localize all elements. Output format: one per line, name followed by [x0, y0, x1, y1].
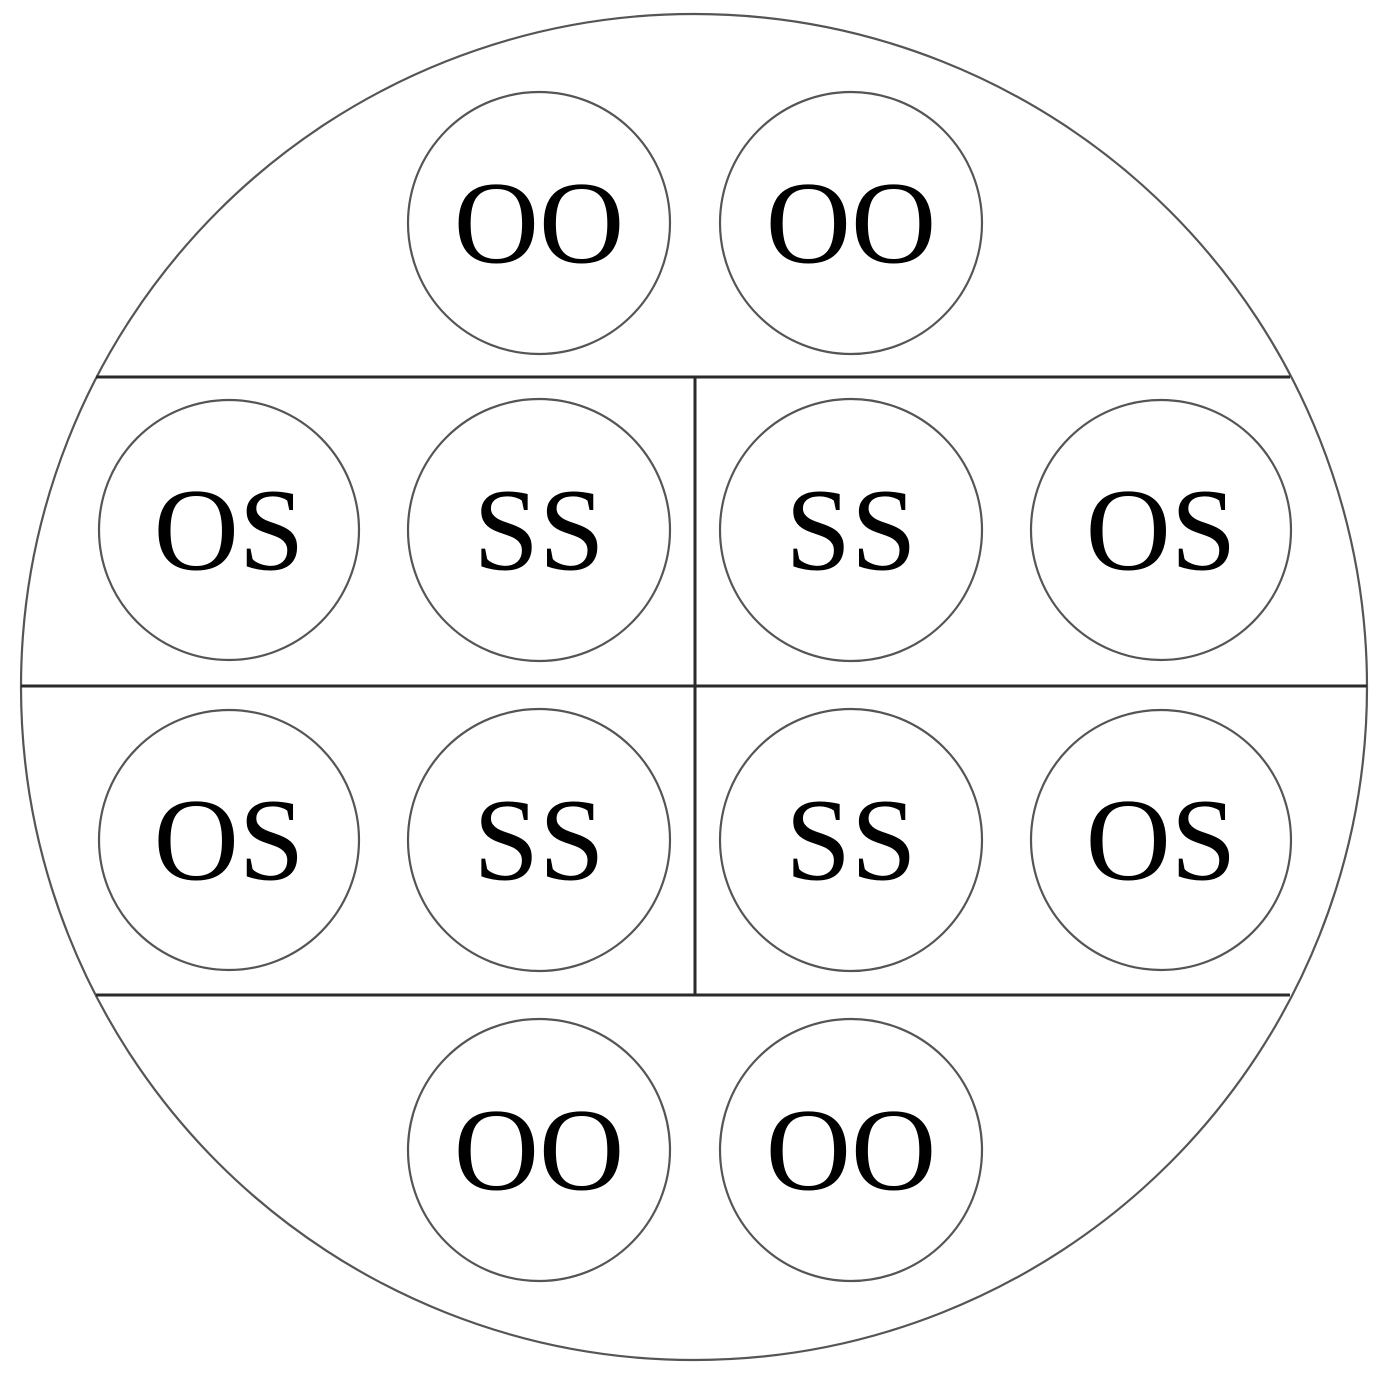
row-lower-middle: OS SS SS OS	[97, 707, 1293, 973]
cell-oo: OO	[718, 90, 984, 356]
cell-label: OS	[1086, 775, 1237, 906]
cell-ss: SS	[718, 707, 984, 973]
cell-os: OS	[1029, 398, 1293, 662]
cell-label: SS	[785, 775, 916, 906]
cell-ss: SS	[406, 707, 672, 973]
cell-circle	[718, 707, 984, 973]
cell-circle	[406, 397, 672, 663]
cell-label: OO	[766, 1085, 936, 1216]
cell-circle	[1029, 398, 1293, 662]
cell-label: SS	[473, 465, 604, 596]
cell-os: OS	[97, 708, 361, 972]
cell-circle	[718, 90, 984, 356]
cell-oo: OO	[718, 1017, 984, 1283]
cell-ss: SS	[718, 397, 984, 663]
row-top: OO OO	[406, 90, 984, 356]
cell-label: OS	[1086, 465, 1237, 596]
cell-label: SS	[473, 775, 604, 906]
cell-label: OO	[454, 1085, 624, 1216]
cell-label: OO	[766, 158, 936, 289]
cell-label: OS	[154, 775, 305, 906]
cell-circle	[718, 397, 984, 663]
cell-circle	[406, 707, 672, 973]
cell-label: OO	[454, 158, 624, 289]
cell-circle	[406, 1017, 672, 1283]
cell-oo: OO	[406, 1017, 672, 1283]
cell-circle	[97, 398, 361, 662]
cell-os: OS	[97, 398, 361, 662]
cell-label: SS	[785, 465, 916, 596]
row-bottom: OO OO	[406, 1017, 984, 1283]
cell-circle	[1029, 708, 1293, 972]
cell-circle	[718, 1017, 984, 1283]
cell-label: OS	[154, 465, 305, 596]
cell-circle	[406, 90, 672, 356]
cell-oo: OO	[406, 90, 672, 356]
row-upper-middle: OS SS SS OS	[97, 397, 1293, 663]
cell-circle	[97, 708, 361, 972]
cell-ss: SS	[406, 397, 672, 663]
cell-os: OS	[1029, 708, 1293, 972]
